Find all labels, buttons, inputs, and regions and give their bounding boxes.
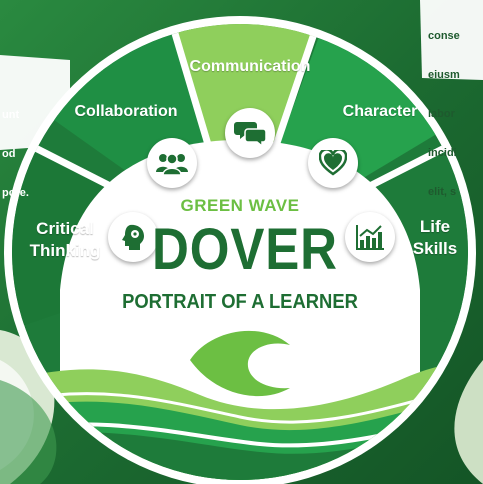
right-document-card — [420, 0, 483, 80]
wave-crest — [190, 330, 290, 397]
tagline: GREEN WAVE — [180, 196, 300, 215]
background-text-left: unt od pore. — [2, 83, 29, 213]
segment-label-character: Character — [342, 103, 418, 120]
background-text-line: conse — [428, 30, 460, 42]
segment-label-critical-thinking: Critical Thinking — [29, 219, 101, 260]
background-text-line: unt — [2, 109, 20, 121]
segment-label-life-skills: Life Skills — [412, 217, 458, 258]
school-name: DOVER — [152, 217, 338, 282]
background-text-line: incidi — [428, 147, 457, 159]
growth-chart-icon — [345, 212, 395, 262]
background-text-line: eiusm — [428, 69, 460, 81]
wave-white-stripe — [12, 380, 468, 424]
subtitle: PORTRAIT OF A LEARNER — [122, 291, 358, 313]
background-text-line: labor — [428, 108, 455, 120]
background-text-line: od — [2, 148, 16, 160]
background-text-right: conse eiusm labor incidi elit, s — [428, 4, 460, 212]
background-swoosh — [0, 380, 57, 484]
speech-bubbles-icon — [225, 108, 275, 158]
people-group-icon — [147, 138, 197, 188]
background-text-line: pore. — [2, 187, 29, 199]
head-gears-icon — [108, 212, 158, 262]
segment-label-collaboration: Collaboration — [74, 103, 178, 120]
background-text-line: elit, s — [428, 186, 457, 198]
heart-icon — [308, 138, 358, 188]
segment-label-communication: Communication — [189, 58, 311, 75]
background-swoosh — [454, 360, 483, 484]
